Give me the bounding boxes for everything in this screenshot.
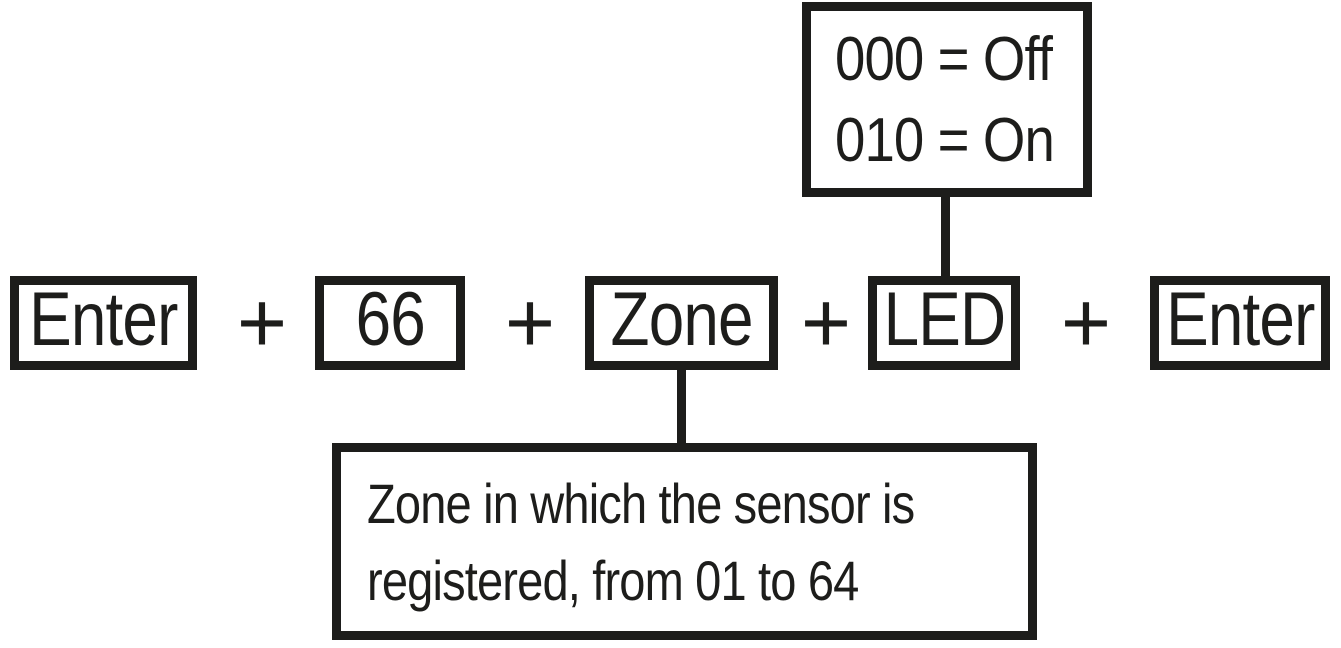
key-led: LED xyxy=(868,276,1020,370)
zone-description-line2: registered, from 01 to 64 xyxy=(367,548,859,612)
plus-separator: + xyxy=(800,275,852,371)
plus-separator: + xyxy=(504,275,556,371)
plus-separator: + xyxy=(1060,275,1112,371)
key-enter-last: Enter xyxy=(1150,276,1330,370)
key-label: 66 xyxy=(355,277,425,362)
key-label: Zone xyxy=(610,277,753,362)
led-option-off: 000 = Off xyxy=(835,24,1053,94)
led-options-callout: 000 = Off 010 = On xyxy=(802,2,1092,197)
key-zone: Zone xyxy=(585,276,778,370)
key-label: Enter xyxy=(1165,277,1315,362)
connector-line-led xyxy=(941,193,950,279)
led-option-on: 010 = On xyxy=(835,105,1055,175)
plus-separator: + xyxy=(236,275,288,371)
key-66: 66 xyxy=(315,276,465,370)
zone-description-line1: Zone in which the sensor is xyxy=(367,471,915,535)
key-enter-first: Enter xyxy=(10,276,197,370)
zone-description-callout: Zone in which the sensor is registered, … xyxy=(332,443,1037,640)
key-label: LED xyxy=(883,277,1006,362)
key-label: Enter xyxy=(29,277,178,362)
connector-line-zone xyxy=(677,366,686,446)
